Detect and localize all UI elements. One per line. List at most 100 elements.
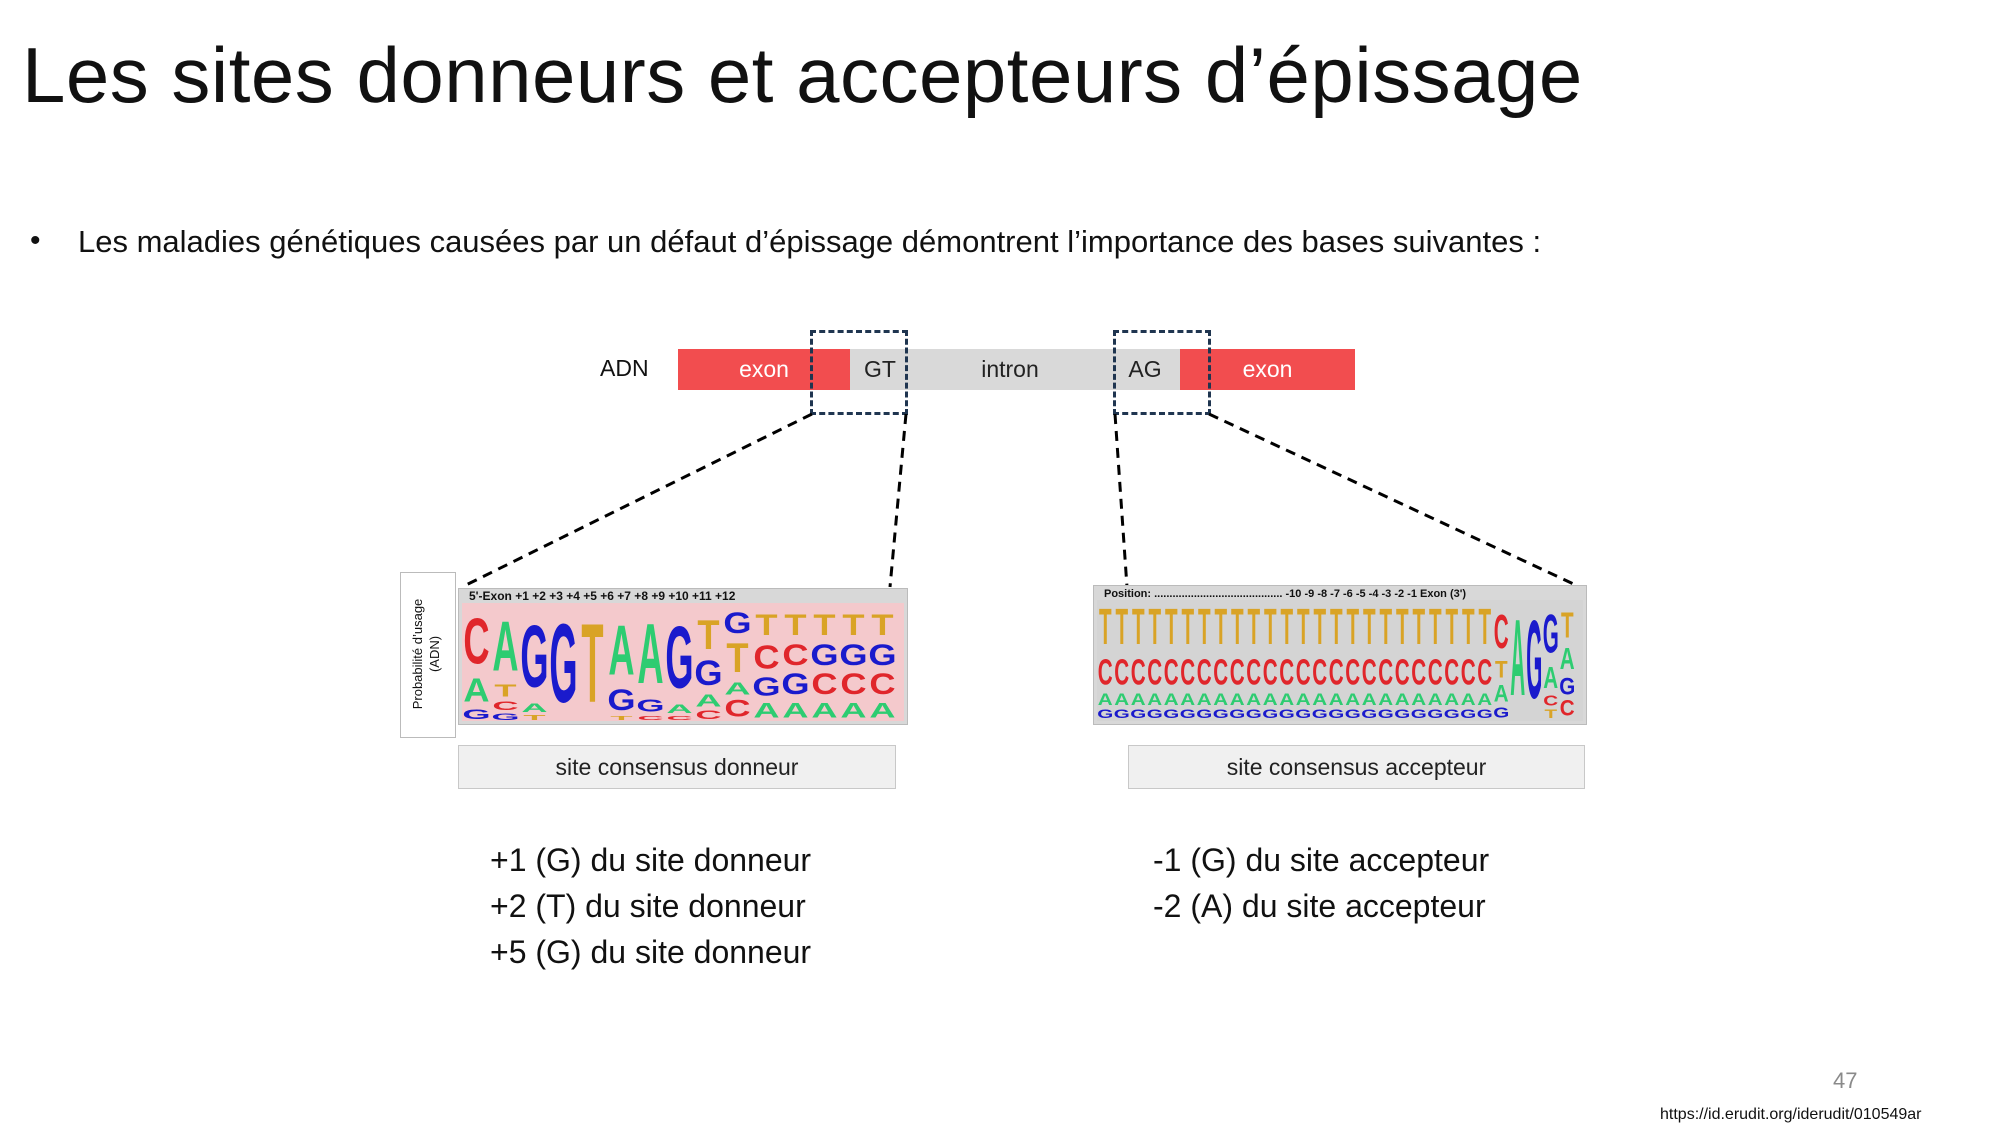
logo-letter: G (1212, 707, 1229, 722)
logo-letter: T (610, 714, 633, 722)
logo-letter: G (810, 638, 839, 672)
logo-letter: G (1427, 707, 1444, 722)
logo-letter: A (1196, 690, 1212, 710)
logo-letter: A (695, 690, 722, 711)
logo-letter: G (1179, 707, 1196, 722)
acceptor-position-header: Position: ..............................… (1104, 588, 1467, 600)
logo-letter: C (666, 714, 693, 722)
donor-zoom-line-left (461, 412, 813, 589)
logo-letter: T (1230, 599, 1244, 657)
logo-letter: T (1296, 599, 1310, 657)
source-link[interactable]: https://id.erudit.org/iderudit/010549ar (1660, 1106, 1922, 1123)
logo-letter: C (463, 603, 490, 677)
logo-letter: G (1476, 707, 1493, 722)
acceptor-zoom-line-left (1113, 413, 1129, 588)
logo-letter: C (1097, 652, 1113, 693)
logo-letter: C (1477, 652, 1493, 693)
logo-letter: C (1460, 652, 1476, 693)
donor-highlight-box (810, 330, 908, 415)
logo-letter: G (1542, 604, 1559, 666)
logo-letter: G (1229, 707, 1246, 722)
logo-letter: G (781, 667, 810, 702)
logo-letter: G (665, 607, 694, 708)
acceptor-zoom-line-right (1208, 412, 1581, 589)
logo-letter: C (1312, 652, 1328, 693)
logo-letter: C (1427, 652, 1443, 693)
logo-letter: C (1559, 697, 1575, 722)
page-number: 47 (1833, 1068, 1858, 1093)
logo-letter: G (636, 695, 665, 716)
logo-letter: A (1444, 690, 1460, 710)
logo-column: T (578, 603, 607, 721)
y-label-frame (400, 572, 456, 738)
logo-letter: G (1295, 707, 1312, 722)
logo-letter: T (1164, 599, 1178, 657)
logo-letter: G (694, 653, 723, 694)
logo-letter: G (723, 606, 752, 640)
logo-letter: C (1361, 652, 1377, 693)
logo-letter: C (695, 708, 722, 722)
logo-letter: G (1262, 707, 1279, 722)
bullet-text: Les maladies génétiques causées par un d… (78, 224, 1542, 259)
logo-letter: T (1247, 599, 1261, 657)
logo-letter: A (1477, 690, 1493, 710)
logo-letter: A (840, 698, 867, 723)
logo-letter: C (1196, 652, 1212, 693)
logo-letter: C (1114, 652, 1130, 693)
logo-letter: A (666, 702, 693, 716)
logo-letter: C (1411, 652, 1427, 693)
logo-letter: C (869, 667, 896, 702)
logo-letter: A (1510, 601, 1526, 723)
logo-letter: T (1197, 599, 1211, 657)
logo-letter: G (1493, 705, 1510, 722)
logo-letter: A (1097, 690, 1113, 710)
logo-letter: G (752, 671, 781, 702)
logo-letter: C (782, 638, 809, 672)
logo-letter: C (1163, 652, 1179, 693)
logo-letter: T (1131, 599, 1145, 657)
logo-letter: A (1147, 690, 1163, 710)
logo-letter: C (1493, 605, 1509, 659)
logo-letter: C (1345, 652, 1361, 693)
logo-letter: A (1312, 690, 1328, 710)
logo-letter: A (1345, 690, 1361, 710)
acceptor-highlight-box (1113, 330, 1211, 415)
logo-letter: G (1559, 672, 1576, 700)
logo-letter: C (1213, 652, 1229, 693)
logo-letter: A (1460, 690, 1476, 710)
logo-letter: T (1412, 599, 1426, 657)
logo-letter: G (607, 683, 636, 717)
logo-letter: A (1279, 690, 1295, 710)
logo-letter: T (1478, 599, 1492, 657)
bullet-icon: • (30, 224, 41, 257)
logo-letter: A (1559, 641, 1575, 676)
logo-letter: G (839, 638, 868, 672)
logo-letter: C (1130, 652, 1146, 693)
exon-left: exon (678, 349, 850, 390)
logo-letter: C (1295, 652, 1311, 693)
logo-letter: G (1328, 707, 1345, 722)
acceptor-sequence-logo: Position: ..............................… (1093, 585, 1587, 725)
logo-letter: A (1543, 661, 1559, 695)
donor-zoom-line-right (888, 413, 908, 588)
